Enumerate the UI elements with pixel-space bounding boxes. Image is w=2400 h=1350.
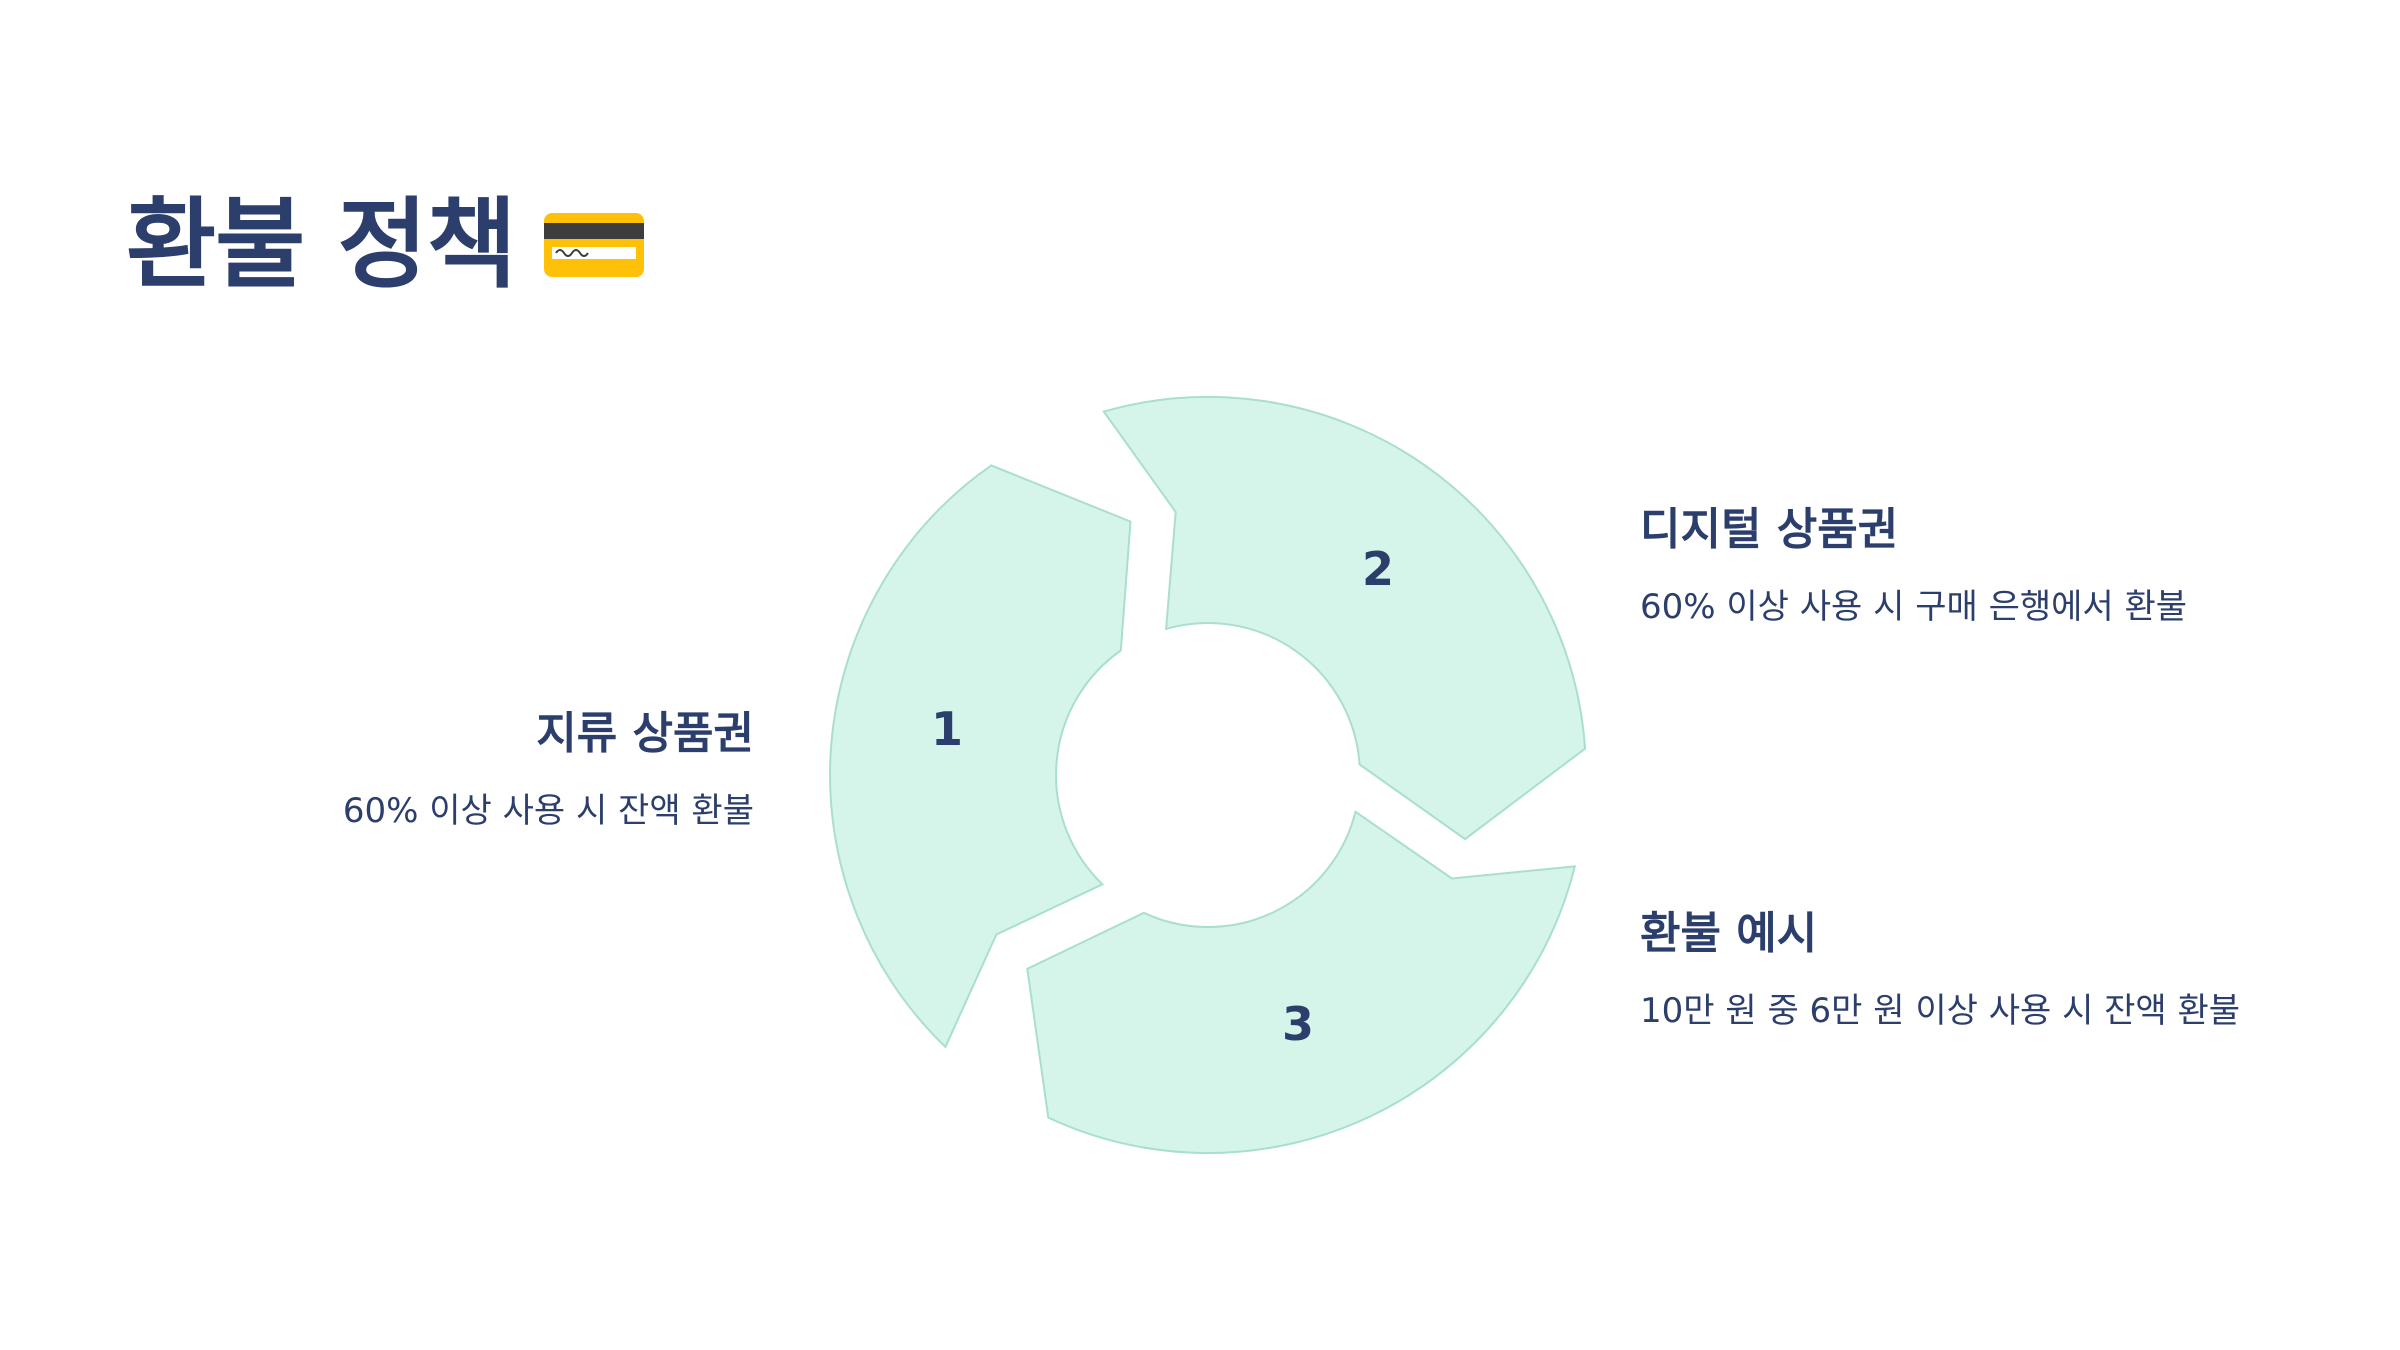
step-2-description: 60% 이상 사용 시 구매 은행에서 환불 [1640,587,2188,627]
step-3-text: 환불 예시 10만 원 중 6만 원 이상 사용 시 잔액 환불 [1640,908,2241,1031]
credit-card-icon [543,213,644,277]
title-row: 환불 정책 [126,196,646,294]
step-1-text: 지류 상품권 60% 이상 사용 시 잔액 환불 [342,708,754,831]
cycle-segment-3 [1026,810,1577,1154]
step-2-text: 디지털 상품권 60% 이상 사용 시 구매 은행에서 환불 [1640,504,2188,627]
step-3-description: 10만 원 중 6만 원 이상 사용 시 잔액 환불 [1640,991,2241,1031]
step-2-heading: 디지털 상품권 [1640,504,1899,555]
cycle-segment-1 [829,464,1132,1049]
segment-number-2: 2 [1362,542,1394,596]
segment-number-1: 1 [931,702,963,756]
segment-number-3: 3 [1282,997,1314,1051]
step-1-description: 60% 이상 사용 시 잔액 환불 [342,791,754,831]
step-1-heading: 지류 상품권 [536,708,754,759]
cycle-segments [829,396,1587,1154]
page-title: 환불 정책 [126,188,517,302]
cycle-segment-2 [1102,396,1587,841]
step-3-heading: 환불 예시 [1640,908,1818,959]
